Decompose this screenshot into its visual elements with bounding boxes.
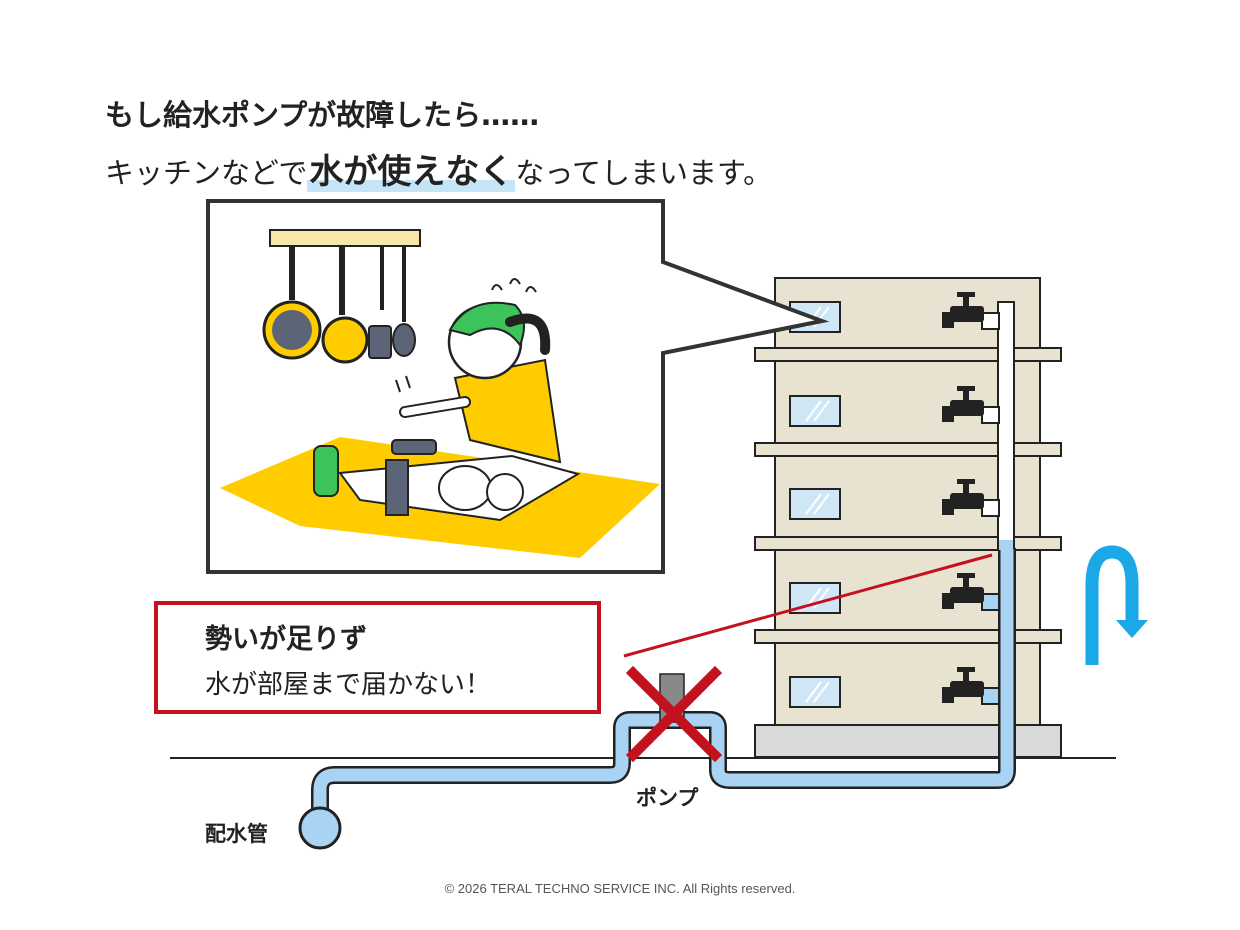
faucet-tap-icon bbox=[385, 459, 409, 516]
worry-marks bbox=[395, 278, 537, 393]
floor-ledge bbox=[754, 442, 1062, 457]
arrow-head-icon bbox=[1116, 620, 1148, 638]
ladle-icon bbox=[392, 323, 416, 357]
faucet-icon bbox=[942, 292, 984, 703]
warning-body: 水が部屋まで届かない！ bbox=[205, 670, 492, 700]
floor-ledge bbox=[754, 536, 1062, 551]
headline-line2-before: キッチンなどで bbox=[105, 156, 308, 190]
warning-title: 勢いが足りず bbox=[205, 624, 367, 655]
person-shirt bbox=[453, 358, 562, 464]
detergent-bottle-icon bbox=[313, 445, 339, 497]
empty-riser-pipe bbox=[997, 301, 1015, 549]
spatula-icon bbox=[368, 325, 392, 359]
dishes-icon bbox=[438, 465, 492, 511]
floor-ledge bbox=[754, 347, 1062, 362]
broken-x-icon bbox=[625, 665, 723, 763]
pot-icon bbox=[321, 316, 369, 364]
person-arm bbox=[505, 313, 551, 355]
headline-line1: もし給水ポンプが故障したら…… bbox=[105, 98, 540, 132]
water-main-label: 配水管 bbox=[205, 822, 268, 846]
water-level bbox=[999, 540, 1013, 550]
headline-line2-after: なってしまいます。 bbox=[515, 156, 773, 190]
warning-box bbox=[154, 601, 601, 714]
headline-emphasis: 水が使えなく bbox=[307, 152, 516, 192]
utensil-rail bbox=[269, 229, 421, 247]
kitchen-scene bbox=[220, 229, 660, 558]
headline-line2: キッチンなどで水が使えなくなってしまいます。 bbox=[105, 144, 772, 193]
copyright: © 2026 TERAL TECHNO SERVICE INC. All Rig… bbox=[444, 881, 796, 896]
pump-label: ポンプ bbox=[636, 786, 699, 810]
pointer-line bbox=[623, 553, 993, 658]
water-main-icon bbox=[298, 806, 342, 850]
floor-ledge bbox=[754, 629, 1062, 644]
water-return-arrow-icon bbox=[1085, 545, 1139, 665]
